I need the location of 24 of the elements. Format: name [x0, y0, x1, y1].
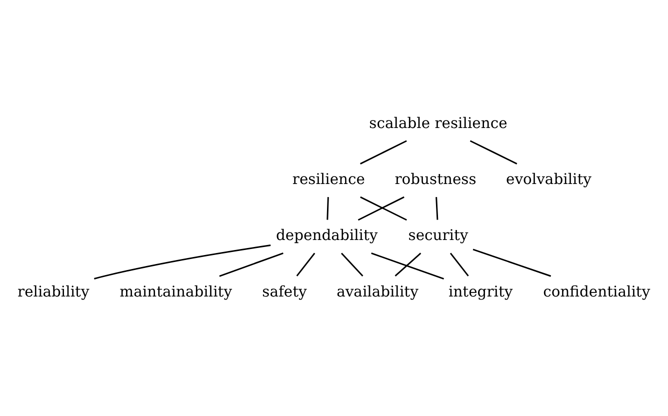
- node-text: confidentiality: [543, 282, 650, 300]
- node-text: availability: [336, 282, 418, 300]
- connector: [326, 196, 329, 220]
- node-text: robustness: [394, 170, 476, 188]
- node-text: dependability: [276, 226, 378, 244]
- connector: [394, 252, 422, 276]
- connector: [360, 140, 407, 164]
- connector: [219, 252, 284, 276]
- connector: [296, 252, 316, 276]
- connector: [436, 196, 438, 220]
- connector: [340, 252, 364, 276]
- connector: [470, 140, 518, 164]
- node-text: security: [408, 226, 468, 244]
- connector: [450, 252, 469, 276]
- node-text: scalable resilience: [369, 114, 508, 132]
- node-text: maintainability: [120, 282, 232, 300]
- connector: [94, 244, 271, 279]
- node-text: integrity: [448, 282, 513, 300]
- node-text: resilience: [292, 170, 365, 188]
- node-text: safety: [262, 282, 307, 300]
- node-text: reliability: [18, 282, 90, 300]
- node-text: evolvability: [506, 170, 592, 188]
- connector: [371, 252, 444, 279]
- connector: [472, 248, 552, 276]
